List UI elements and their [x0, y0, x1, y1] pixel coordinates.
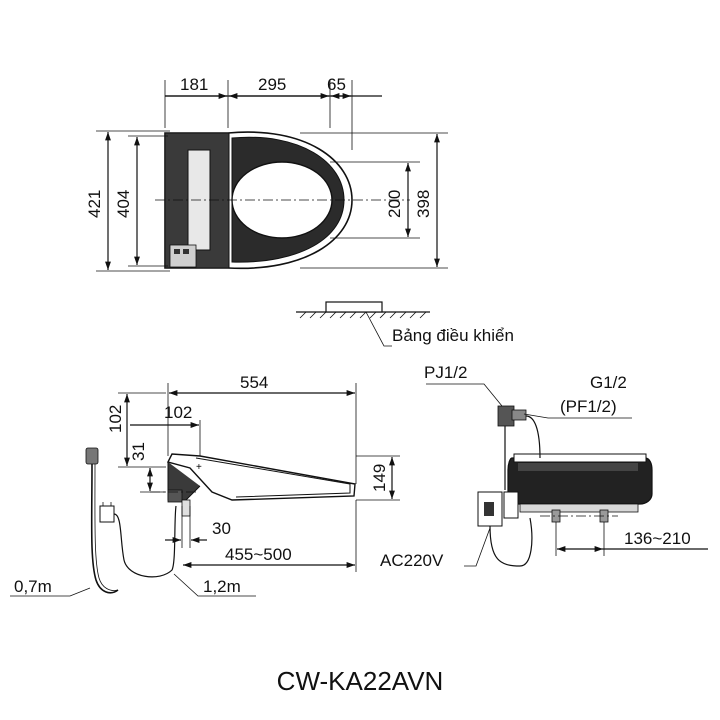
- seat-side-body: [166, 453, 356, 501]
- dim-30: 30: [212, 519, 231, 538]
- remote-panel: [325, 301, 383, 313]
- dim-421: 421: [85, 190, 104, 218]
- control-panel-label: Bảng điều khiển: [392, 326, 514, 345]
- dim-200: 200: [385, 190, 404, 218]
- valve-outlet: [511, 409, 527, 421]
- seat-highlight: [518, 463, 638, 471]
- control-knob: [174, 249, 180, 254]
- model-name: CW-KA22AVN: [277, 666, 444, 696]
- leader-ac: [464, 527, 491, 567]
- top-view: 181 295 65 421 404 200 398: [85, 75, 448, 272]
- pf-label: (PF1/2): [560, 397, 617, 416]
- side-view: + 554 102 102 31 149 30 45: [10, 373, 400, 597]
- cord-length: 1,2m: [203, 577, 241, 596]
- power-cord: [113, 505, 177, 578]
- valve: [167, 489, 183, 503]
- hose-nut: [85, 447, 99, 465]
- control-knob: [183, 249, 189, 254]
- dim-554: 554: [240, 373, 268, 392]
- wall-hatch: [299, 311, 427, 319]
- g-label: G1/2: [590, 373, 627, 392]
- dim-102-v: 102: [106, 405, 125, 433]
- dim-149: 149: [370, 464, 389, 492]
- dim-398: 398: [414, 190, 433, 218]
- seat-top-strip: [513, 453, 647, 463]
- wall-control-panel: Bảng điều khiển: [296, 301, 514, 347]
- ac-label: AC220V: [380, 551, 444, 570]
- plug: [99, 505, 115, 523]
- dim-136-210: 136~210: [624, 529, 691, 548]
- hose-length: 0,7m: [14, 577, 52, 596]
- water-hose: [90, 463, 119, 594]
- rear-view: PJ1/2 G1/2 (PF1/2) AC220V 136~210: [380, 363, 708, 570]
- dim-65: 65: [327, 75, 346, 94]
- dim-455-500: 455~500: [225, 545, 292, 564]
- dim-181: 181: [180, 75, 208, 94]
- leader-pj: [426, 383, 503, 407]
- water-hose-inner: [94, 463, 119, 591]
- control-unit: [169, 244, 197, 268]
- seat-side-detail: [195, 457, 351, 498]
- plus-mark: +: [196, 462, 202, 473]
- base-plate: [519, 503, 639, 513]
- dim-404: 404: [114, 190, 133, 218]
- bracket: [181, 499, 191, 517]
- leader-cord: [173, 573, 256, 597]
- outlet-socket: [484, 502, 494, 516]
- dim-31: 31: [129, 442, 148, 461]
- dim-295: 295: [258, 75, 286, 94]
- feed-hose: [525, 415, 541, 459]
- leader-hose: [10, 587, 91, 597]
- dim-102-h: 102: [164, 403, 192, 422]
- power-cord-rear: [489, 517, 533, 567]
- leader-g: [523, 413, 632, 419]
- junction-box: [503, 491, 519, 519]
- leader-line: [365, 311, 392, 347]
- pj-label: PJ1/2: [424, 363, 467, 382]
